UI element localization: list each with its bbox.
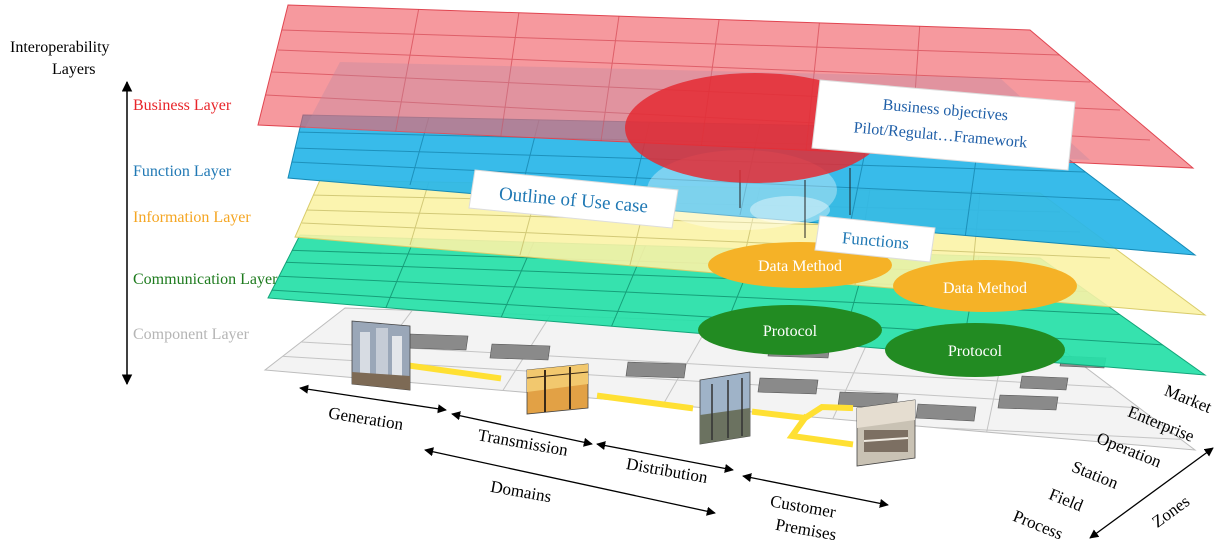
business-layer-label: Business Layer: [133, 97, 232, 114]
domains-axis: [299, 384, 889, 516]
data-method-ellipse-2: [893, 260, 1077, 312]
zone-market: Market: [1162, 381, 1215, 417]
axis-label-line1: Interoperability: [10, 39, 110, 56]
protocol-ellipse-1: [698, 305, 882, 355]
information-layer-label: Information Layer: [133, 209, 251, 226]
transmission-photo: [526, 363, 589, 415]
domains-axis-label: Domains: [489, 477, 553, 506]
protocol-label-1: Protocol: [763, 323, 818, 340]
data-method-label-2: Data Method: [943, 280, 1027, 297]
component-layer-label: Component Layer: [133, 326, 250, 343]
use-case-callout: Outline of Use case: [468, 169, 679, 229]
domain-generation: Generation: [327, 403, 405, 434]
communication-layer-label: Communication Layer: [133, 271, 278, 288]
customer-premises-photo: [856, 399, 916, 467]
distribution-photo: [699, 371, 751, 445]
domain-distribution: Distribution: [625, 454, 710, 487]
data-method-label-1: Data Method: [758, 258, 842, 275]
function-layer-label: Function Layer: [133, 163, 232, 180]
functions-callout: Functions: [814, 215, 936, 263]
zone-station: Station: [1069, 457, 1121, 493]
axis-label-line2: Layers: [52, 61, 96, 78]
generation-photo: [351, 320, 411, 391]
protocol-ellipse-2: [885, 323, 1065, 377]
domain-transmission: Transmission: [476, 425, 569, 460]
protocol-label-2: Protocol: [948, 343, 1003, 360]
business-callout: Business objectives Pilot/Regulat…Framew…: [811, 79, 1076, 171]
interoperability-axis: Interoperability Layers: [10, 39, 133, 386]
zones-axis-label: Zones: [1148, 492, 1193, 532]
zones-axis: [1089, 447, 1214, 539]
zone-process: Process: [1010, 506, 1065, 543]
zone-field: Field: [1046, 485, 1086, 516]
